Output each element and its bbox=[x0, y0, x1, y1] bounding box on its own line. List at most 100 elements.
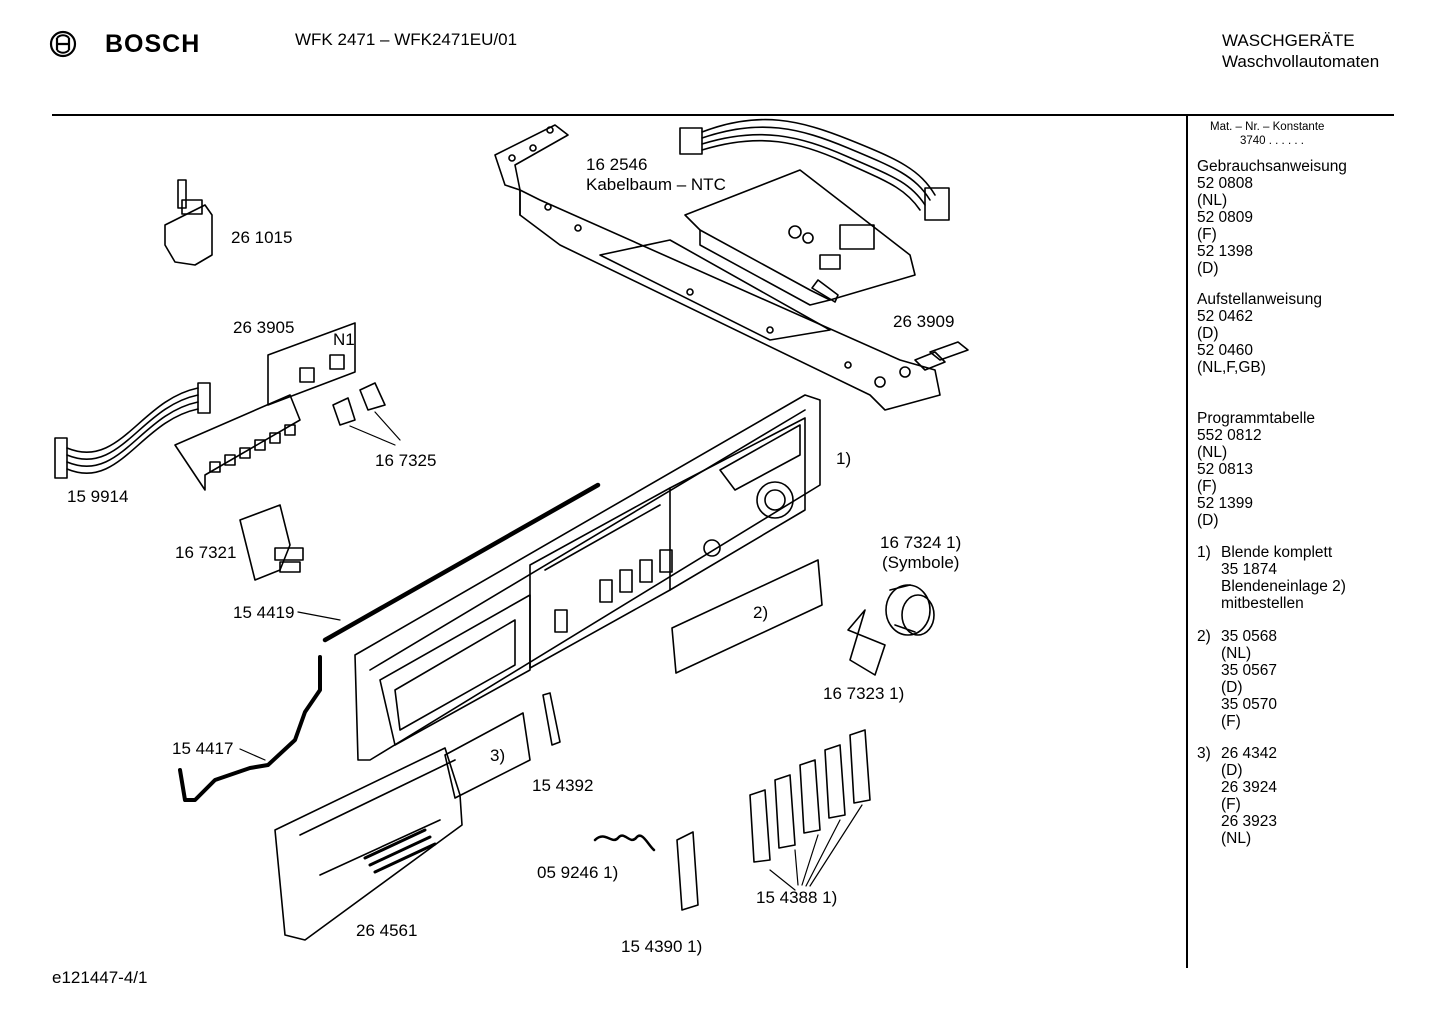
label-kabelbaum: Kabelbaum – NTC bbox=[586, 175, 726, 194]
control-module bbox=[684, 169, 916, 306]
note-line: (NL) bbox=[1221, 645, 1252, 662]
spring bbox=[593, 834, 656, 852]
note-line: 26 3923 bbox=[1221, 813, 1278, 830]
label-167321: 16 7321 bbox=[175, 543, 237, 562]
section-line: 52 0462 bbox=[1197, 308, 1254, 325]
section-line: (F) bbox=[1197, 226, 1217, 243]
drawer-insert bbox=[444, 712, 531, 799]
category-line-1: WASCHGERÄTE bbox=[1222, 31, 1355, 50]
label-ref-2: 2) bbox=[753, 603, 769, 622]
section-line: 552 0812 bbox=[1197, 427, 1262, 444]
parts-sidebar: Mat. – Nr. – Konstante 3740 . . . . . . … bbox=[1197, 120, 1437, 847]
ntc-cable-harness bbox=[679, 118, 950, 221]
label-ref-1: 1) bbox=[836, 449, 852, 468]
section-line: (D) bbox=[1197, 325, 1219, 342]
section-programmtabelle: Programmtabelle 552 0812 (NL) 52 0813 (F… bbox=[1197, 410, 1437, 529]
note-line: 35 0570 bbox=[1221, 696, 1278, 713]
mat-title: Mat. – Nr. – Konstante bbox=[1210, 121, 1325, 133]
section-line: 52 0809 bbox=[1197, 209, 1254, 226]
section-line: (NL) bbox=[1197, 192, 1228, 209]
label-154388: 15 4388 1) bbox=[756, 888, 838, 907]
section-title: Gebrauchsanweisung bbox=[1197, 158, 1347, 175]
detergent-drawer bbox=[274, 747, 463, 941]
section-line: (NL) bbox=[1197, 444, 1228, 461]
category: WASCHGERÄTE Waschvollautomaten bbox=[1222, 30, 1379, 72]
section-line: (NL,F,GB) bbox=[1197, 359, 1266, 376]
section-line: 52 1398 bbox=[1197, 243, 1254, 260]
label-159914: 15 9914 bbox=[67, 487, 129, 506]
section-line: (F) bbox=[1197, 478, 1217, 495]
bosch-logo-icon bbox=[49, 30, 77, 58]
drawing-code: e121447-4/1 bbox=[52, 968, 148, 987]
push-buttons bbox=[332, 382, 386, 426]
section-line: (D) bbox=[1197, 260, 1219, 277]
leader-154419 bbox=[297, 611, 341, 621]
label-167325: 16 7325 bbox=[375, 451, 437, 470]
note-line: (F) bbox=[1221, 713, 1241, 730]
label-symbole: (Symbole) bbox=[882, 553, 960, 572]
label-162546: 16 2546 bbox=[586, 155, 648, 174]
label-263905: 26 3905 bbox=[233, 318, 295, 337]
brand-name: BOSCH bbox=[105, 30, 201, 58]
note-number: 2) bbox=[1197, 628, 1211, 645]
category-line-2: Waschvollautomaten bbox=[1222, 52, 1380, 71]
note-line: Blende komplett bbox=[1221, 544, 1333, 561]
note-number: 1) bbox=[1197, 544, 1211, 561]
sidebar-divider bbox=[1186, 116, 1188, 968]
note-2: 2) 35 0568 (NL) 35 0567 (D) 35 0570 (F) bbox=[1197, 628, 1437, 730]
note-line: 26 4342 bbox=[1221, 745, 1278, 762]
label-ref-3: 3) bbox=[490, 746, 506, 765]
section-title: Aufstellanweisung bbox=[1197, 291, 1322, 308]
pressure-switch bbox=[164, 179, 213, 266]
section-line: 52 1399 bbox=[1197, 495, 1254, 512]
light-guide bbox=[542, 692, 561, 746]
note-line: (NL) bbox=[1221, 830, 1252, 847]
control-panel-fascia bbox=[354, 394, 821, 761]
label-059246: 05 9246 1) bbox=[537, 863, 619, 882]
control-bracket bbox=[494, 124, 969, 411]
note-line: Blendeneinlage 2) bbox=[1221, 578, 1346, 595]
label-154392: 15 4392 bbox=[532, 776, 594, 795]
note-line: 35 0567 bbox=[1221, 662, 1278, 679]
section-line: 52 0460 bbox=[1197, 342, 1254, 359]
button-rod bbox=[676, 831, 699, 911]
label-154419: 15 4419 bbox=[233, 603, 295, 622]
label-261015: 26 1015 bbox=[231, 228, 293, 247]
seal-strip bbox=[322, 482, 601, 643]
leader-167325 bbox=[349, 411, 401, 446]
header-divider bbox=[52, 114, 1394, 116]
door-switch bbox=[239, 504, 304, 581]
pcb-board bbox=[174, 322, 356, 491]
exploded-parts-drawing bbox=[54, 118, 969, 941]
note-number: 3) bbox=[1197, 745, 1211, 762]
label-263909: 26 3909 bbox=[893, 312, 955, 331]
section-line: (D) bbox=[1197, 512, 1219, 529]
guide-wire bbox=[178, 655, 322, 802]
label-154390: 15 4390 1) bbox=[621, 937, 703, 956]
note-line: 26 3924 bbox=[1221, 779, 1278, 796]
panel-insert bbox=[671, 559, 823, 674]
ribbon-cable bbox=[54, 382, 211, 479]
leader-154417 bbox=[239, 748, 266, 761]
knob-insert bbox=[847, 609, 886, 676]
mat-value: 3740 . . . . . . bbox=[1240, 135, 1304, 147]
section-gebrauchsanweisung: Gebrauchsanweisung 52 0808 (NL) 52 0809 … bbox=[1197, 158, 1437, 277]
note-line: (D) bbox=[1221, 762, 1243, 779]
label-154417: 15 4417 bbox=[172, 739, 234, 758]
note-line: 35 1874 bbox=[1221, 561, 1278, 578]
label-167323: 16 7323 1) bbox=[823, 684, 905, 703]
section-line: 52 0813 bbox=[1197, 461, 1254, 478]
section-line: 52 0808 bbox=[1197, 175, 1254, 192]
section-aufstellanweisung: Aufstellanweisung 52 0462 (D) 52 0460 (N… bbox=[1197, 291, 1437, 376]
note-line: mitbestellen bbox=[1221, 595, 1304, 612]
label-264561: 26 4561 bbox=[356, 921, 418, 940]
note-1: 1) Blende komplett 35 1874 Blendeneinlag… bbox=[1197, 544, 1437, 612]
note-line: (F) bbox=[1221, 796, 1241, 813]
note-line: (D) bbox=[1221, 679, 1243, 696]
label-n1: N1 bbox=[333, 330, 355, 349]
section-title: Programmtabelle bbox=[1197, 410, 1316, 427]
note-line: 35 0568 bbox=[1221, 628, 1278, 645]
model-title: WFK 2471 – WFK2471EU/01 bbox=[295, 30, 518, 49]
label-167324: 16 7324 1) bbox=[880, 533, 962, 552]
program-knob bbox=[885, 584, 935, 636]
